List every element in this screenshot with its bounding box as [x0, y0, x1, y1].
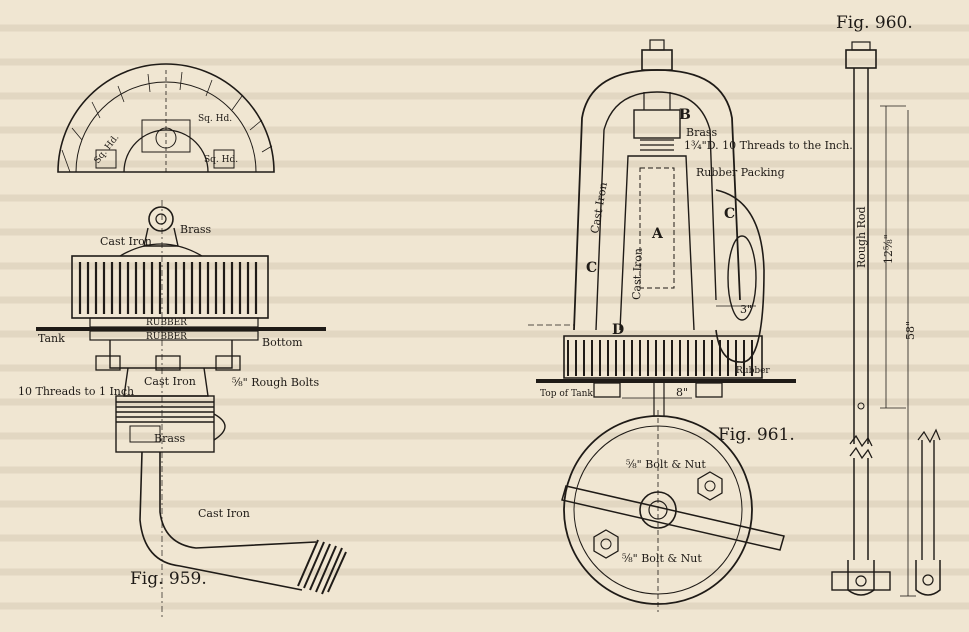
label-cast-iron-body: Cast Iron [630, 248, 645, 300]
threaded-collar [115, 395, 226, 453]
label-dim-12: 12⅝" [882, 234, 895, 264]
label-rubber-base: Rubber [736, 366, 770, 376]
label-rough-bolts: ⅝" Rough Bolts [232, 376, 319, 389]
caption-fig-961: Fig. 961. [718, 425, 795, 445]
label-dim-3: 3" [740, 303, 752, 316]
fig-961: B Brass 1¾"D. 10 Threads to the Inch. Ru… [528, 39, 853, 612]
label-rubber-packing: Rubber Packing [696, 166, 785, 179]
label-brass-top: Brass [180, 223, 212, 236]
label-bolt-nut-1: ⅝" Bolt & Nut [626, 458, 706, 471]
label-rubber-2: RUBBER [146, 332, 187, 342]
label-threads: 10 Threads to 1 Inch [18, 385, 134, 398]
label-brass: Brass [686, 126, 718, 139]
label-dim-8: 8" [676, 386, 688, 399]
label-bottom: Bottom [262, 336, 303, 349]
label-dim-58: 58" [904, 321, 917, 340]
plan-view-semicircle: Sq. Hd. Sq. Hd. Sq. Hd. [57, 63, 275, 173]
letter-c-right: C [724, 206, 735, 222]
label-sq-hd-1: Sq. Hd. [198, 114, 232, 124]
letter-c-left: C [586, 260, 597, 276]
ribbed-cap [71, 255, 269, 319]
label-cast-iron-mid: Cast Iron [144, 375, 196, 388]
label-cast-iron-top: Cast Iron [100, 235, 152, 248]
label-sq-hd-3: Sq. Hd. [204, 155, 238, 165]
label-top-of-tank: Top of Tank [540, 389, 593, 399]
curved-pipe [139, 451, 347, 595]
label-tank: Tank [38, 332, 65, 345]
tank-bottom-plate [36, 317, 326, 341]
letter-d: D [612, 322, 624, 338]
plan-view-circle [561, 410, 785, 612]
label-cast-iron-pipe: Cast Iron [198, 507, 250, 520]
caption-fig-960: Fig. 960. [836, 13, 913, 33]
letter-a: A [651, 226, 664, 242]
caption-fig-959: Fig. 959. [130, 569, 207, 589]
label-rough-rod: Rough Rod [855, 206, 868, 268]
label-thread-note: 1¾"D. 10 Threads to the Inch. [684, 139, 853, 152]
ghost-text-lines [0, 24, 969, 610]
lifting-eye [119, 206, 203, 257]
fig-960: Fig. 960. Rough Rod 12⅝" 58" [831, 13, 941, 597]
label-rubber-1: RUBBER [146, 318, 187, 328]
label-cast-iron-frame: Cast Iron [588, 181, 610, 234]
label-brass-low: Brass [154, 432, 186, 445]
letter-b: B [679, 107, 691, 123]
label-bolt-nut-2: ⅝" Bolt & Nut [622, 552, 702, 565]
